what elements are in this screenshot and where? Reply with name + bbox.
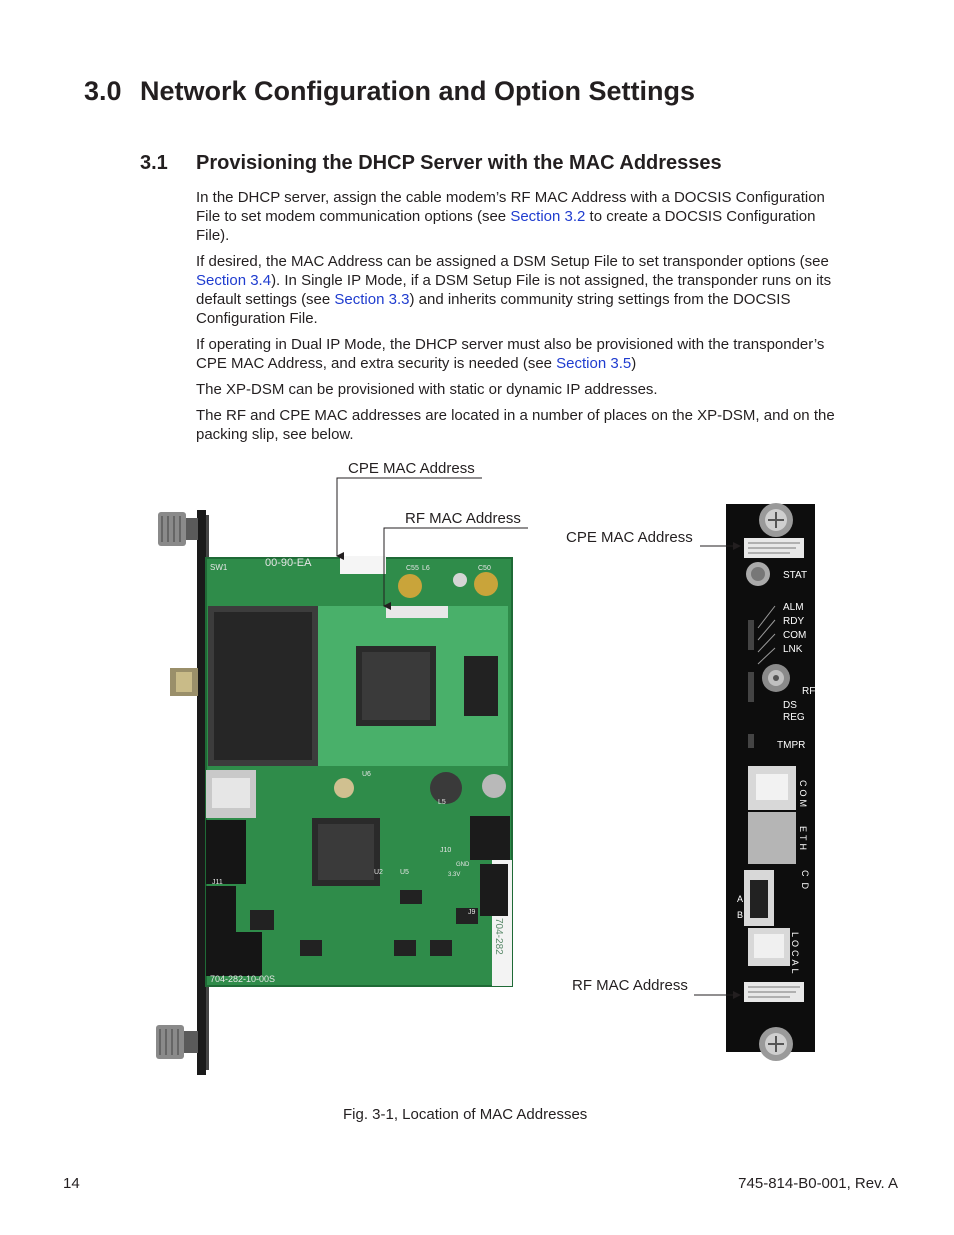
svg-text:B: B xyxy=(737,910,743,920)
svg-text:U6: U6 xyxy=(362,771,371,778)
page-number: 14 xyxy=(63,1175,80,1192)
subsection-title: Provisioning the DHCP Server with the MA… xyxy=(196,152,722,174)
svg-text:TMPR: TMPR xyxy=(777,740,805,751)
callout-cpe-mac-left: CPE MAC Address xyxy=(348,460,475,477)
svg-text:U5: U5 xyxy=(400,869,409,876)
svg-text:STAT: STAT xyxy=(783,570,807,581)
document-number: 745-814-B0-001, Rev. A xyxy=(738,1175,898,1192)
svg-text:ALM: ALM xyxy=(783,602,804,613)
front-panel-image: STAT ALM RDY COM LNK RF DS REG TMPR COM … xyxy=(726,503,815,1061)
svg-text:ETH: ETH xyxy=(798,826,808,853)
silkscreen-part-number: 704-282-10-00S xyxy=(210,974,275,984)
svg-text:J10: J10 xyxy=(440,847,451,854)
panel-screw-top-icon xyxy=(759,503,793,537)
paragraph: If desired, the MAC Address can be assig… xyxy=(196,253,832,327)
svg-text:U2: U2 xyxy=(374,869,383,876)
section-title: Network Configuration and Option Setting… xyxy=(140,76,695,106)
paragraph: If operating in Dual IP Mode, the DHCP s… xyxy=(196,336,825,372)
svg-text:J11: J11 xyxy=(212,879,223,886)
panel-rf-connector-icon xyxy=(762,664,790,692)
svg-text:3.3V: 3.3V xyxy=(448,872,460,878)
section-link[interactable]: Section 3.5 xyxy=(556,355,632,372)
svg-text:COM: COM xyxy=(798,780,808,810)
body-text: In the DHCP server, assign the cable mod… xyxy=(196,188,846,451)
svg-text:L5: L5 xyxy=(438,799,446,806)
section-heading: 3.0 Network Configuration and Option Sett… xyxy=(84,76,695,107)
section-link[interactable]: Section 3.3 xyxy=(334,291,410,308)
thumbscrew-bottom-icon xyxy=(156,1025,198,1059)
circuit-board-image: 00-90-EA SW1 C55 L6 C50 U6 L5 J10 J11 J9… xyxy=(156,510,513,1075)
callout-cpe-mac-right: CPE MAC Address xyxy=(566,529,693,546)
section-number: 3.0 xyxy=(84,76,122,106)
rf-connector-icon xyxy=(170,668,198,696)
svg-text:704-282: 704-282 xyxy=(493,918,504,955)
svg-text:L6: L6 xyxy=(422,565,430,572)
callout-rf-mac-right: RF MAC Address xyxy=(572,977,688,994)
subsection-heading: 3.1 Provisioning the DHCP Server with the… xyxy=(140,152,722,175)
svg-text:J9: J9 xyxy=(468,909,476,916)
callout-rf-mac-left: RF MAC Address xyxy=(405,510,521,527)
svg-text:LOCAL: LOCAL xyxy=(790,932,800,977)
svg-text:CD: CD xyxy=(800,870,810,895)
svg-text:SW1: SW1 xyxy=(210,563,228,572)
section-link[interactable]: Section 3.2 xyxy=(510,208,586,225)
paragraph: In the DHCP server, assign the cable mod… xyxy=(196,189,825,244)
section-link[interactable]: Section 3.4 xyxy=(196,272,272,289)
svg-text:GND: GND xyxy=(456,862,470,868)
paragraph: The XP-DSM can be provisioned with stati… xyxy=(196,381,658,398)
svg-text:RF: RF xyxy=(802,686,815,697)
svg-text:LNK: LNK xyxy=(783,644,803,655)
svg-text:A: A xyxy=(737,894,743,904)
svg-text:C50: C50 xyxy=(478,565,491,572)
paragraph: The RF and CPE MAC addresses are located… xyxy=(196,407,835,443)
thumbscrew-top-icon xyxy=(158,512,198,546)
svg-text:RDY: RDY xyxy=(783,616,804,627)
svg-text:C55: C55 xyxy=(406,565,419,572)
svg-text:COM: COM xyxy=(783,630,806,641)
subsection-number: 3.1 xyxy=(140,152,168,174)
panel-screw-bottom-icon xyxy=(759,1027,793,1061)
svg-text:DS: DS xyxy=(783,700,797,711)
figure-caption: Fig. 3-1, Location of MAC Addresses xyxy=(343,1106,588,1123)
silkscreen-mac: 00-90-EA xyxy=(265,557,312,569)
svg-text:REG: REG xyxy=(783,712,805,723)
